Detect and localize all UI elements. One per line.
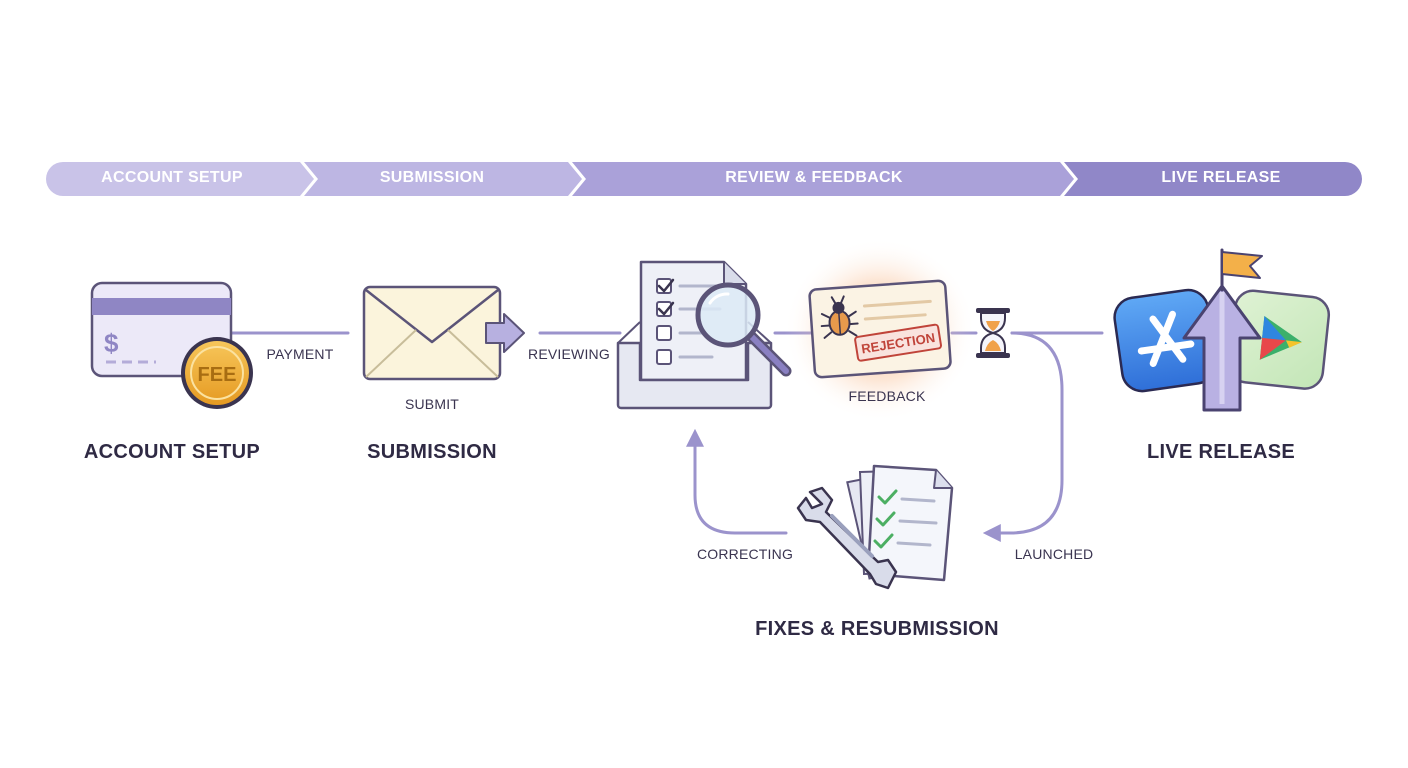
- stage-title-live-release: LIVE RELEASE: [1146, 441, 1296, 463]
- flag-icon: [1220, 248, 1263, 292]
- currency-symbol: $: [104, 328, 119, 358]
- connector-label-correcting: CORRECTING: [696, 546, 794, 562]
- connector-label-submit: SUBMIT: [404, 396, 460, 412]
- coin-text: FEE: [198, 364, 237, 386]
- stage-title-submission: SUBMISSION: [367, 441, 497, 463]
- fee-coin-icon: FEE: [181, 337, 253, 409]
- up-arrow-icon: [1182, 284, 1262, 412]
- loop-launched-arrow: [982, 331, 1064, 542]
- band-segment-account-setup: [46, 162, 314, 196]
- band-segment-review-feedback: [572, 162, 1074, 196]
- send-arrow-icon: [485, 313, 525, 353]
- band-label-live-release: LIVE RELEASE: [1161, 169, 1281, 186]
- band-label-account-setup: ACCOUNT SETUP: [101, 169, 243, 186]
- band-segment-submission: [304, 162, 582, 196]
- hourglass-icon: [976, 308, 1010, 358]
- rejection-card-icon: REJECTION: [808, 279, 952, 379]
- stage-title-fixes-resubmission: FIXES & RESUBMISSION: [755, 618, 999, 640]
- bug-icon: [820, 295, 859, 339]
- envelope-icon: [362, 285, 502, 381]
- app-store-icon: [1113, 288, 1217, 393]
- connector-label-launched: LAUNCHED: [1014, 546, 1094, 562]
- connector-label-feedback: FEEDBACK: [848, 388, 926, 404]
- play-store-icon: [1227, 289, 1331, 390]
- loop-correcting-arrow: [686, 428, 788, 535]
- stage-title-account-setup: ACCOUNT SETUP: [83, 441, 261, 463]
- magnifier-icon: [695, 282, 792, 377]
- band-label-review-feedback: REVIEW & FEEDBACK: [725, 169, 903, 186]
- connector-label-reviewing: REVIEWING: [528, 346, 610, 362]
- band-segment-live-release: [1064, 162, 1362, 196]
- connector-label-payment: PAYMENT: [266, 346, 334, 362]
- wrench-icon: [796, 486, 898, 590]
- band-label-submission: SUBMISSION: [379, 169, 485, 186]
- phase-band: [46, 162, 1362, 196]
